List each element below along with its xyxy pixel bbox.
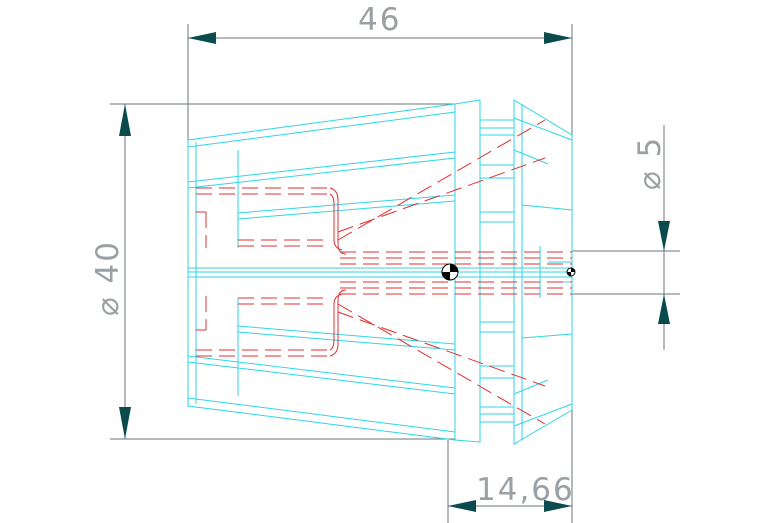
dimension-front-length: 14,66 [447,300,575,523]
arrowhead [119,104,131,136]
collet-outline [187,99,573,445]
arrowhead [658,221,670,251]
arrowhead [448,500,476,512]
arrowhead [544,32,572,44]
arrowhead [119,407,131,439]
dimension-bore-diameter: ⌀ 5 [572,125,680,350]
arrowhead [188,32,216,44]
arrowhead [658,294,670,324]
outer-diameter-label: ⌀ 40 [90,240,126,316]
length-label: 46 [358,2,401,38]
center-marker [441,263,459,281]
front-length-label: 14,66 [476,472,575,508]
dimension-length: 46 [187,2,573,175]
dimension-outer-diameter: ⌀ 40 [90,103,455,440]
arrowhead [544,500,572,512]
center-marker-small [566,267,576,277]
bore-diameter-label: ⌀ 5 [632,136,668,190]
hidden-lines [196,119,572,425]
